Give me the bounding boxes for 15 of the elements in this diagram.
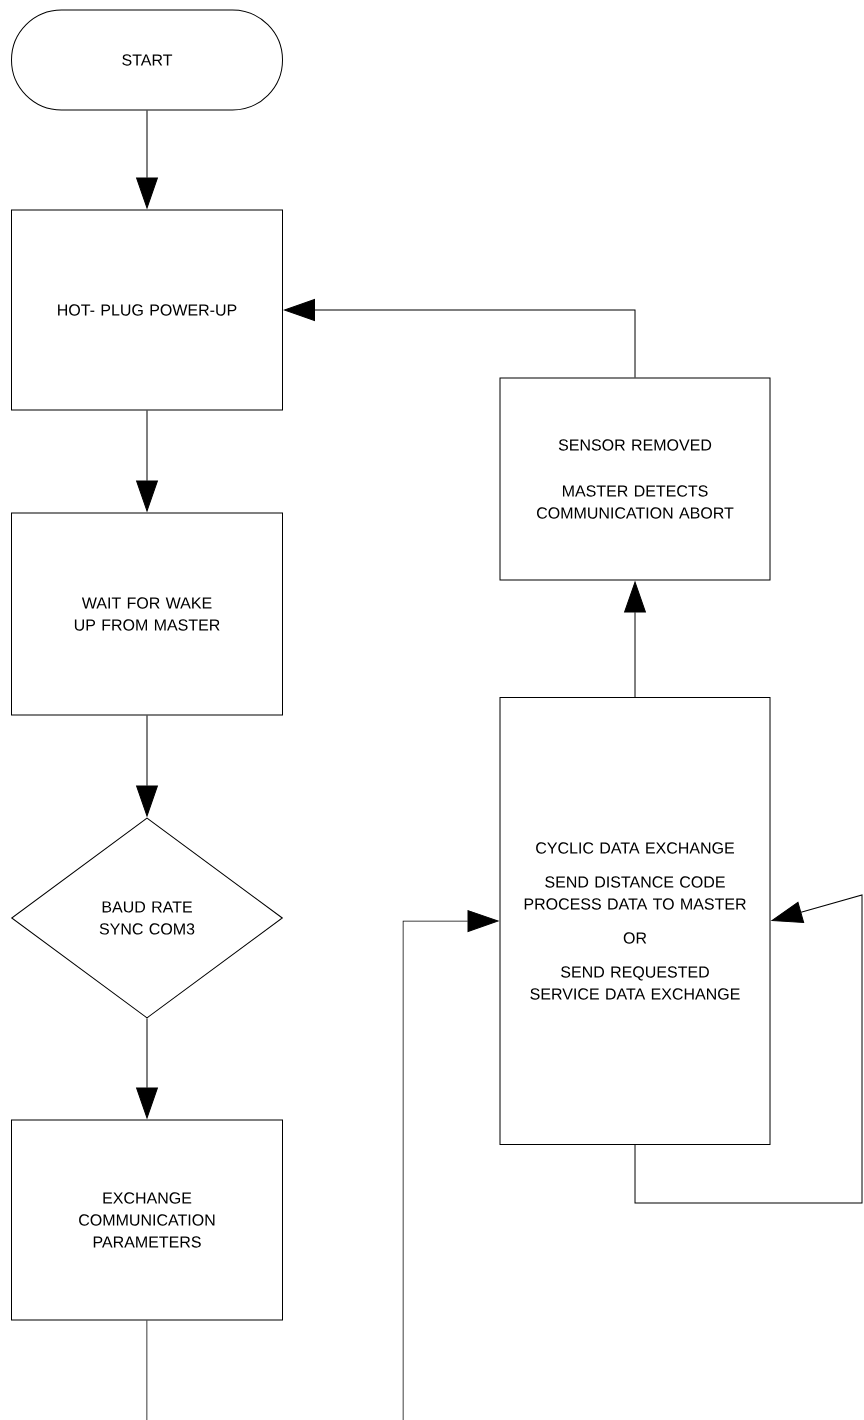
arrow — [136, 715, 158, 817]
process-box: WAIT FOR WAKE UP FROM MASTER — [11, 512, 283, 716]
process-box: HOT- PLUG POWER-UP — [11, 209, 283, 411]
arrow — [136, 410, 158, 512]
process-box: CYCLIC DATA EXCHANGE SEND DISTANCE CODE PROCESS DATA TO MASTER OR SEND REQUESTED SERVICE DATA EXCHANGE — [499, 697, 771, 1145]
arrow — [624, 581, 646, 698]
terminal-box: START — [11, 9, 283, 111]
process-box: SENSOR REMOVED MASTER DETECTS COMMUNICATION ABORT — [499, 377, 771, 581]
arrow — [634, 894, 863, 1204]
arrow — [136, 110, 158, 209]
connector-line — [146, 1320, 148, 1420]
process-box: EXCHANGE COMMUNICATION PARAMETERS — [11, 1119, 283, 1321]
arrow — [136, 1018, 158, 1119]
arrow — [402, 910, 499, 1420]
arrow — [284, 299, 636, 378]
